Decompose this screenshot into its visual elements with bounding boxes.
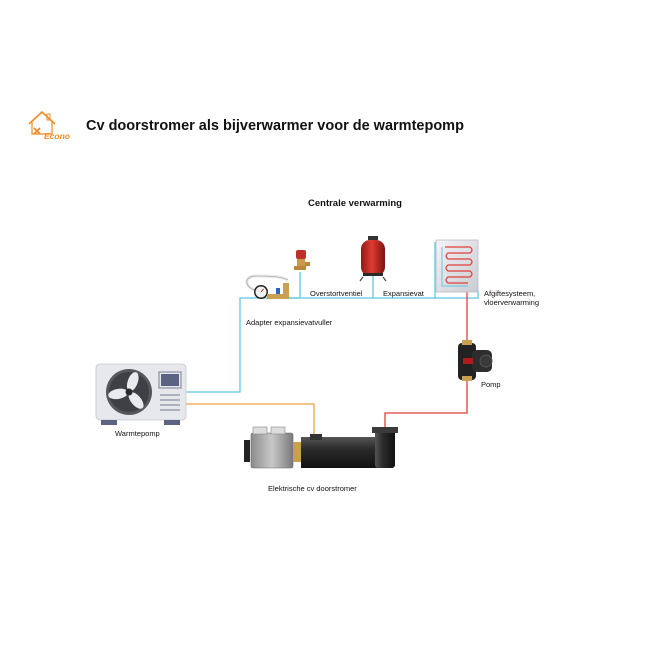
expansion-vessel-icon xyxy=(359,236,387,282)
floor-heating-panel xyxy=(435,239,479,293)
label-warmtepomp: Warmtepomp xyxy=(115,429,160,438)
electric-flow-heater-icon xyxy=(244,426,398,469)
section-title: Centrale verwarming xyxy=(308,198,402,209)
page-title: Cv doorstromer als bijverwarmer voor de … xyxy=(86,118,464,134)
pressure-relief-valve-icon xyxy=(294,250,310,270)
econo-logo-icon xyxy=(28,110,56,135)
label-doorstromer: Elektrische cv doorstromer xyxy=(268,484,357,493)
logo-text: Econo xyxy=(44,131,70,141)
label-adapter: Adapter expansievatvuller xyxy=(246,318,333,327)
label-afgiftesysteem-line1: Afgiftesysteem, xyxy=(484,289,536,298)
hot-pipe xyxy=(384,290,468,430)
cold-pipe xyxy=(186,242,479,393)
heat-pump-icon xyxy=(95,363,187,425)
label-pomp: Pomp xyxy=(481,380,501,389)
label-afgiftesysteem-line2: vloerverwarming xyxy=(484,298,540,307)
label-overstortventiel: Overstortventiel xyxy=(310,289,363,298)
adapter-filler-icon xyxy=(245,274,289,299)
label-expansievat: Expansievat xyxy=(383,289,424,298)
pump-icon xyxy=(458,340,493,381)
warm-pipe xyxy=(186,403,315,437)
